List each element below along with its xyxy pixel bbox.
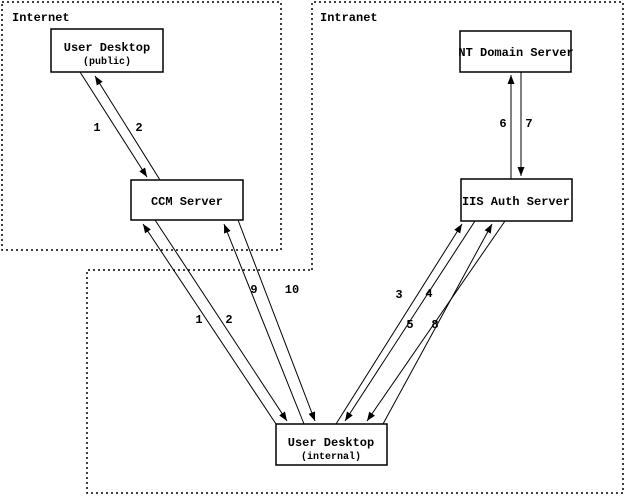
edge-iis-to-internal-desktop-8: [366, 220, 506, 422]
node-iis-auth-server: IIS Auth Server: [460, 178, 573, 222]
internet-zone-border: [1, 1, 282, 251]
edge-ccm-to-public-desktop: [94, 75, 161, 181]
user-desktop-public-label: User Desktop: [64, 41, 150, 55]
edge-label-internal-4: 4: [425, 287, 432, 301]
edge-label-internal-10: 10: [285, 283, 299, 297]
intranet-zone-label: Intranet: [320, 11, 378, 25]
user-desktop-internal-label: User Desktop: [288, 436, 374, 450]
node-user-desktop-internal: User Desktop (internal): [275, 423, 388, 466]
edge-internal-desktop-to-iis-3: [335, 223, 463, 425]
edge-label-internal-5: 5: [406, 318, 413, 332]
edge-label-public-2: 2: [135, 121, 142, 135]
node-user-desktop-public: User Desktop (public): [50, 28, 164, 73]
edge-public-desktop-to-ccm: [79, 71, 148, 178]
edge-iis-to-internal-desktop-4: [344, 220, 476, 422]
user-desktop-internal-sublabel: (internal): [301, 451, 361, 463]
user-desktop-public-box: [50, 28, 164, 73]
ccm-server-box: [130, 179, 244, 221]
edge-ccm-to-internal-desktop-10: [237, 219, 316, 422]
nt-domain-server-box: [459, 30, 572, 73]
edge-label-6: 6: [499, 117, 506, 131]
edge-label-public-1: 1: [93, 121, 100, 135]
internet-zone-label: Internet: [12, 11, 70, 25]
edge-label-internal-9: 9: [250, 283, 257, 297]
edge-ccm-to-internal-desktop-2: [154, 219, 288, 422]
nt-domain-server-label: NT Domain Server: [458, 46, 573, 60]
node-nt-domain-server: NT Domain Server: [458, 30, 574, 73]
edge-label-internal-1: 1: [195, 313, 202, 327]
user-desktop-internal-box: [275, 423, 388, 466]
edge-label-internal-2: 2: [225, 313, 232, 327]
iis-auth-server-label: IIS Auth Server: [462, 195, 570, 209]
edge-internal-desktop-to-ccm-1: [142, 223, 277, 425]
edge-label-7: 7: [525, 117, 532, 131]
user-desktop-public-sublabel: (public): [83, 56, 131, 68]
iis-auth-server-box: [460, 178, 573, 222]
edge-label-internal-8: 8: [431, 318, 438, 332]
edge-internal-desktop-to-iis-5: [382, 223, 493, 425]
edge-internal-desktop-to-ccm-9: [223, 223, 305, 425]
node-ccm-server: CCM Server: [130, 179, 244, 221]
ccm-server-label: CCM Server: [151, 195, 223, 209]
edge-label-internal-3: 3: [395, 288, 402, 302]
intranet-zone-border: [86, 1, 624, 494]
